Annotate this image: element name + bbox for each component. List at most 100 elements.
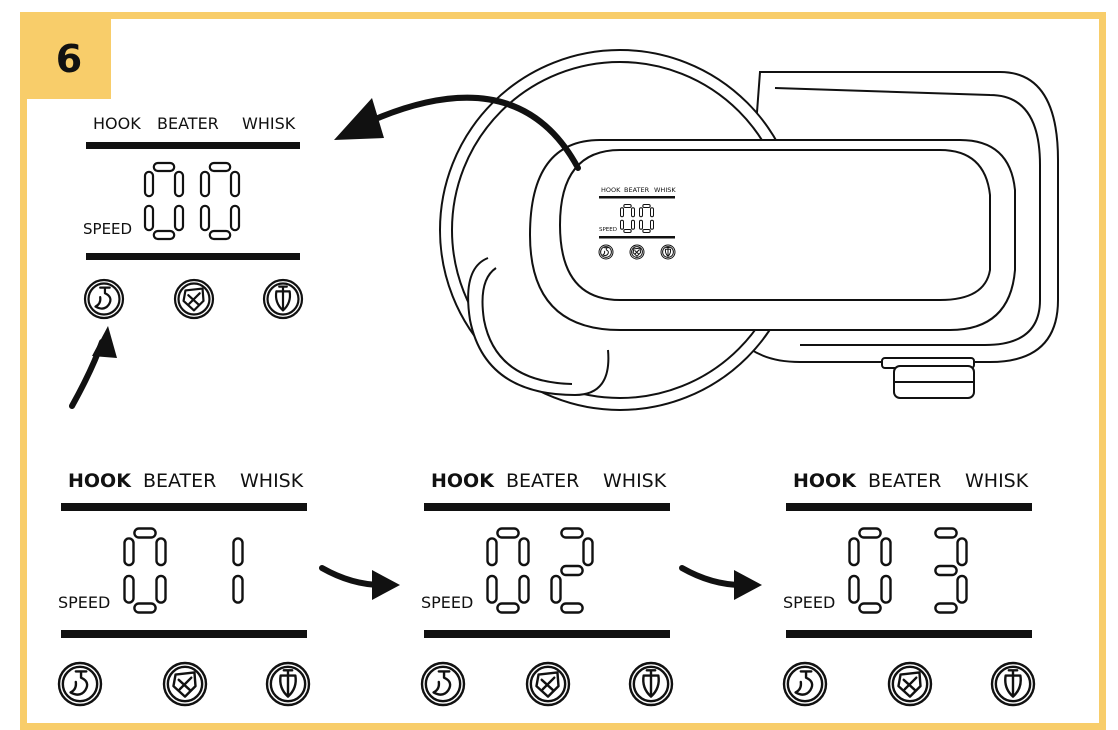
segment-f xyxy=(639,207,643,218)
icon-ring-inner xyxy=(632,665,670,703)
mini-label-whisk: WHISK xyxy=(654,186,676,194)
segment-b xyxy=(173,170,185,198)
arrowhead-mixer xyxy=(334,98,384,140)
whisk-shape xyxy=(642,669,660,698)
arrow-from-mixer xyxy=(375,94,581,171)
speed-label: SPEED xyxy=(83,220,132,238)
label-hook: HOOK xyxy=(93,114,141,133)
icon-ring xyxy=(598,244,614,260)
segment-d xyxy=(623,229,632,233)
icon-ring xyxy=(162,661,208,707)
icon-ring-inner xyxy=(269,665,307,703)
top-bar xyxy=(86,142,300,149)
segment-c xyxy=(631,219,635,230)
segment-d xyxy=(858,602,882,614)
bottom-bar xyxy=(86,253,300,260)
arrowheads xyxy=(92,98,762,600)
beater-attachment-icon xyxy=(162,661,208,707)
icon-ring-inner xyxy=(891,665,929,703)
icon-ring-inner xyxy=(662,246,674,258)
bottom-bar xyxy=(424,630,670,638)
mini-speed-label: SPEED xyxy=(599,227,617,233)
whisk-attachment-icon xyxy=(262,278,304,320)
mini-digit-2 xyxy=(639,204,654,233)
segment-a xyxy=(152,161,176,173)
segment-e xyxy=(620,219,624,230)
icon-ring-inner xyxy=(786,665,824,703)
hook-shape xyxy=(602,247,609,257)
segment-a xyxy=(642,204,651,208)
icon-ring-inner xyxy=(631,246,643,258)
segment-a xyxy=(858,527,882,539)
segment-e xyxy=(199,204,211,232)
arrowhead-speed-3 xyxy=(734,570,762,600)
whisk-attachment-icon xyxy=(990,661,1036,707)
segment-e xyxy=(639,219,643,230)
arrow-speed-2-to-3 xyxy=(679,565,745,588)
arrowhead-speed-2 xyxy=(372,570,400,600)
segment-b xyxy=(650,207,654,218)
icon-ring-inner xyxy=(600,246,612,258)
icon-ring-inner xyxy=(424,665,462,703)
top-bar xyxy=(424,503,670,511)
icon-ring xyxy=(420,661,466,707)
segment-f xyxy=(486,537,498,567)
icon-ring-inner xyxy=(266,282,300,316)
beater-attachment-icon xyxy=(173,278,215,320)
segment-e xyxy=(848,574,860,604)
segment-d xyxy=(642,229,651,233)
label-hook: HOOK xyxy=(793,470,857,492)
icon-ring-inner xyxy=(994,665,1032,703)
segment-f xyxy=(199,170,211,198)
mixer-body-inner xyxy=(774,87,1041,346)
control-panel-outline xyxy=(528,139,1016,331)
whisk-shape xyxy=(1004,669,1022,698)
mini-label-hook: HOOK xyxy=(601,186,621,194)
segment-f xyxy=(620,207,624,218)
hook-shape xyxy=(69,670,89,696)
hook-attachment-icon xyxy=(782,661,828,707)
digit-1 xyxy=(486,527,530,614)
hook-attachment-icon xyxy=(57,661,103,707)
beater-attachment-icon xyxy=(887,661,933,707)
control-panel-screen xyxy=(558,149,991,301)
segment-b xyxy=(232,537,244,567)
segment-c xyxy=(232,574,244,604)
beater-wires xyxy=(177,676,193,692)
segment-f xyxy=(143,170,155,198)
icon-ring xyxy=(660,244,676,260)
segment-c xyxy=(173,204,185,232)
segment-a xyxy=(208,161,232,173)
whisk-attachment-icon xyxy=(628,661,674,707)
whisk-shape xyxy=(274,285,292,312)
icon-ring xyxy=(83,278,125,320)
speed-label: SPEED xyxy=(421,593,473,612)
segment-d xyxy=(934,602,958,614)
hook-shape xyxy=(794,670,814,696)
step-badge xyxy=(27,19,111,99)
digit-1 xyxy=(123,527,167,614)
label-beater: BEATER xyxy=(143,470,216,492)
hook-shape xyxy=(94,286,112,310)
segment-a xyxy=(496,527,520,539)
icon-ring xyxy=(887,661,933,707)
segment-b xyxy=(956,537,968,567)
beater-wires xyxy=(187,292,201,306)
segment-d xyxy=(208,229,232,241)
segment-d xyxy=(560,602,584,614)
icon-ring xyxy=(525,661,571,707)
label-beater: BEATER xyxy=(868,470,941,492)
icon-ring xyxy=(262,278,304,320)
beater-wires xyxy=(540,676,556,692)
segment-d xyxy=(152,229,176,241)
arrowhead-hook xyxy=(92,326,117,358)
label-hook: HOOK xyxy=(431,470,495,492)
segment-a xyxy=(934,527,958,539)
beater-wires xyxy=(634,249,640,255)
top-bar xyxy=(61,503,307,511)
